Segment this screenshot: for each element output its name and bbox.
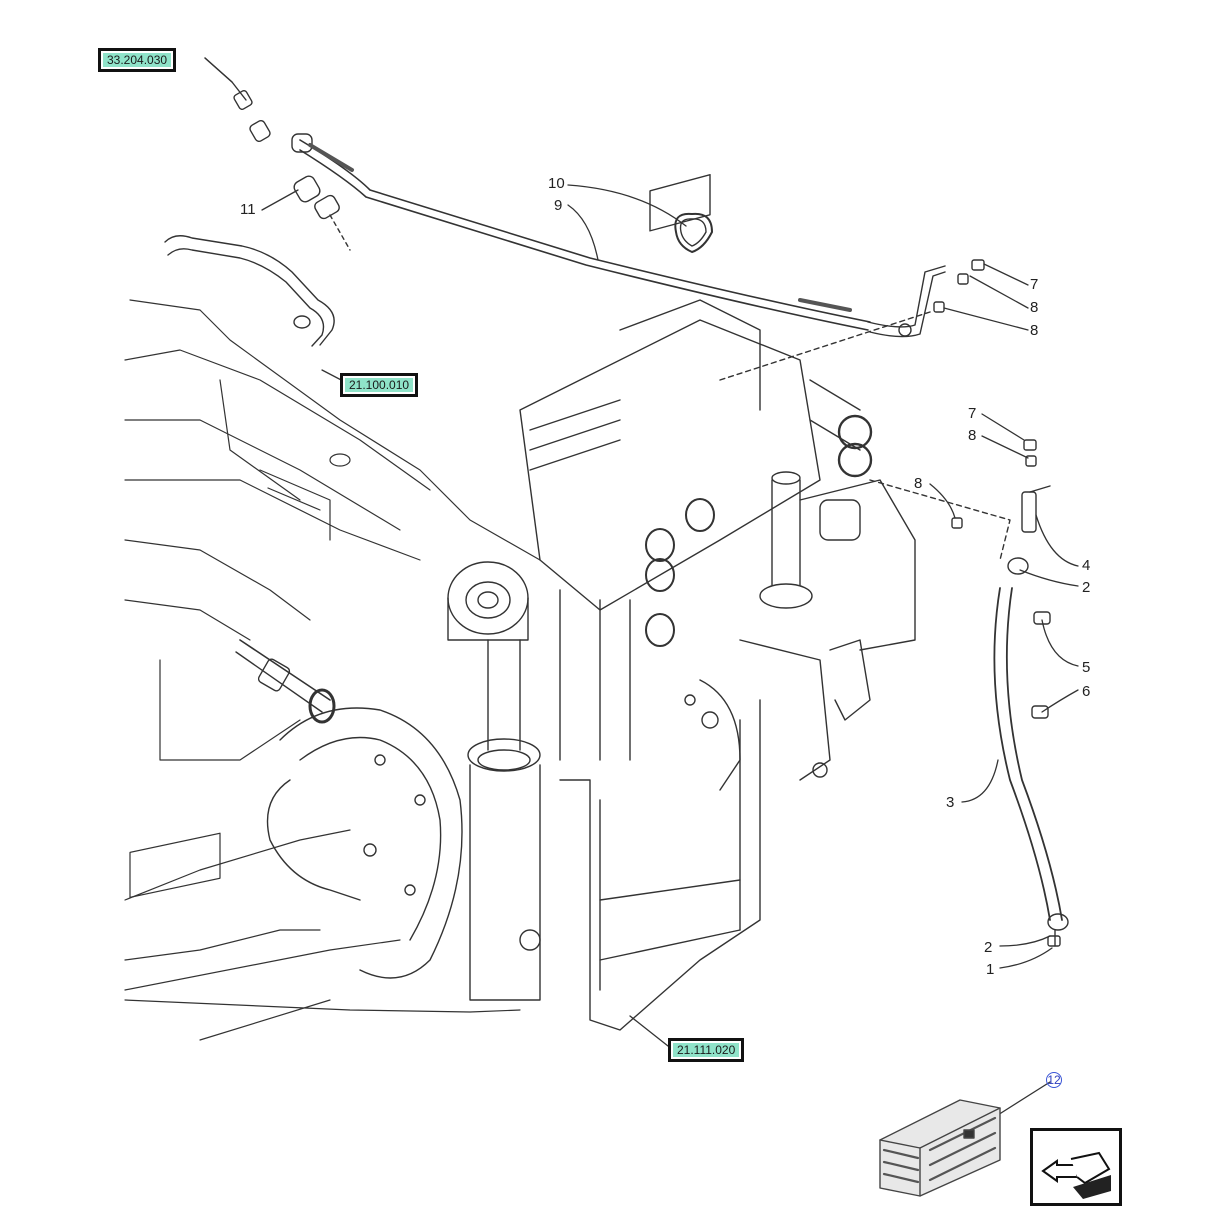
- callout-3: 3: [946, 794, 955, 811]
- callout-2-bottom: 2: [984, 939, 993, 956]
- callout-12: 12: [1046, 1072, 1062, 1088]
- hose-9: [291, 133, 946, 338]
- callout-2-top: 2: [1082, 579, 1091, 596]
- callout-1: 1: [986, 961, 995, 978]
- callout-8-top-a: 8: [1030, 299, 1039, 316]
- ref-box-33-204-030[interactable]: 33.204.030: [98, 48, 177, 72]
- control-valve-block: [519, 174, 873, 791]
- hose-3: [993, 557, 1069, 947]
- callout-9: 9: [554, 197, 563, 214]
- callout-11: 11: [240, 201, 256, 218]
- lift-cylinder-right: [759, 471, 813, 609]
- ref-box-21-111-020[interactable]: 21.111.020: [668, 1038, 745, 1062]
- callout-10: 10: [548, 175, 565, 192]
- return-arrow-button[interactable]: [1030, 1128, 1122, 1206]
- return-arrow-icon: [1041, 1151, 1111, 1199]
- callout-8-mid: 8: [968, 427, 977, 444]
- callout-4: 4: [1082, 557, 1091, 574]
- seal-ring-10: [674, 212, 713, 253]
- callout-5: 5: [1082, 659, 1091, 676]
- pipe-left: [164, 235, 335, 347]
- leader-lines: [204, 57, 1079, 1121]
- callout-6: 6: [1082, 683, 1091, 700]
- callout-7-mid: 7: [968, 405, 977, 422]
- clutch-housing: [266, 707, 463, 979]
- kit-box-icon: [879, 1099, 1001, 1197]
- right-fittings: [719, 259, 1051, 719]
- rear-frame: [519, 479, 916, 1031]
- ref-box-21-100-010[interactable]: 21.100.010: [340, 373, 419, 397]
- lift-cylinder-left: [447, 561, 541, 1001]
- callout-8-left: 8: [914, 475, 923, 492]
- transmission-housing: [124, 299, 541, 1041]
- callout-7-top: 7: [1030, 276, 1039, 293]
- solenoid-left: [235, 639, 336, 724]
- callout-8-top-b: 8: [1030, 322, 1039, 339]
